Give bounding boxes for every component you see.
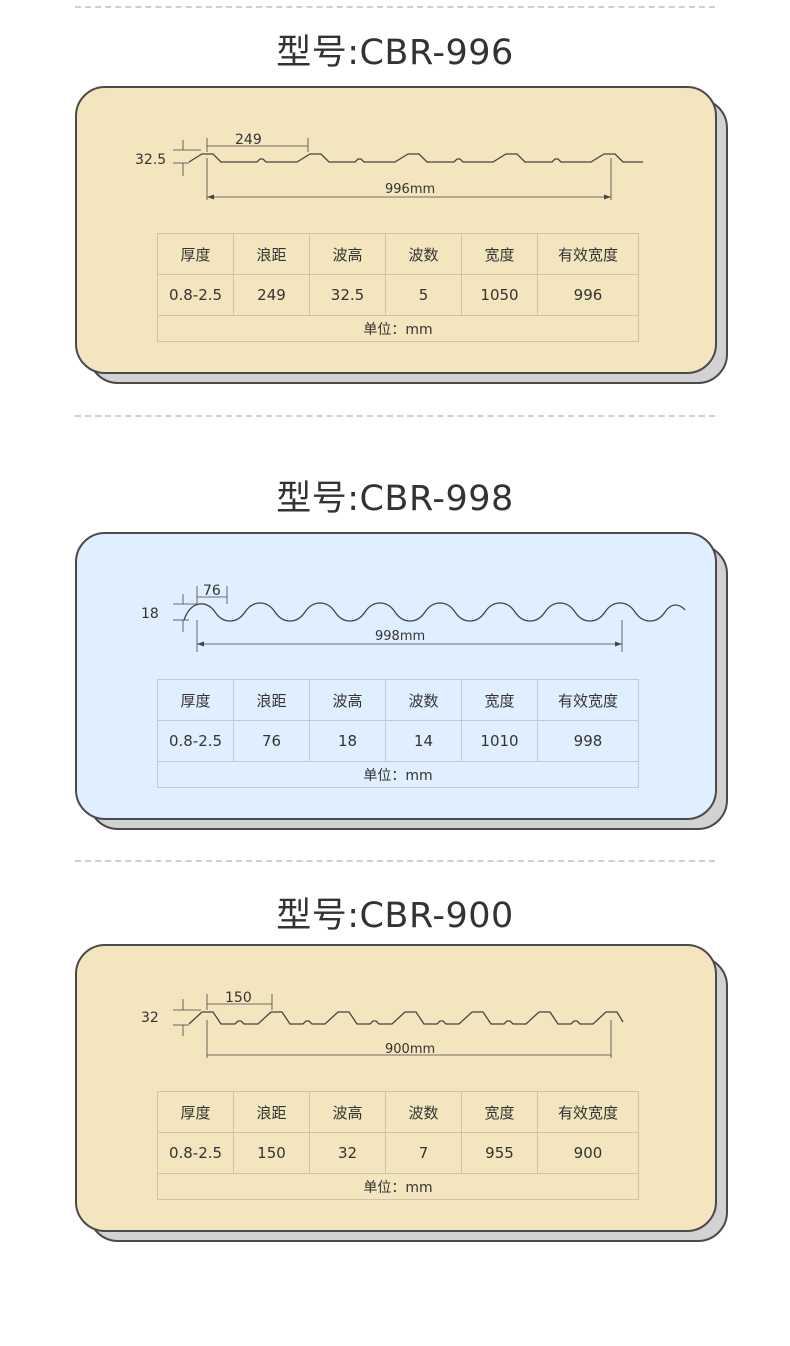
table-header-cell: 波高 xyxy=(309,679,386,721)
card-body: 18 76 998mm 厚度 浪距 波高 波数 宽度 有效宽度 xyxy=(75,532,717,820)
table-cell: 150 xyxy=(233,1132,310,1174)
table-cell: 7 xyxy=(385,1132,462,1174)
table-row: 0.8-2.5 150 32 7 955 900 xyxy=(157,1132,639,1174)
pitch-label: 150 xyxy=(225,990,252,1006)
table-cell: 0.8-2.5 xyxy=(157,1132,234,1174)
table-cell: 1050 xyxy=(461,274,538,316)
table-header-cell: 浪距 xyxy=(233,233,310,275)
section-title: 型号:CBR-900 xyxy=(276,896,514,936)
height-label: 18 xyxy=(141,606,159,622)
table-header-cell: 有效宽度 xyxy=(537,1091,639,1133)
unit-note: 单位：mm xyxy=(157,1173,639,1200)
table-header-row: 厚度 浪距 波高 波数 宽度 有效宽度 xyxy=(157,1091,639,1133)
table-cell: 5 xyxy=(385,274,462,316)
height-label: 32.5 xyxy=(135,152,166,168)
table-cell: 249 xyxy=(233,274,310,316)
corrugated-profile-drawing: 18 76 998mm xyxy=(141,583,686,652)
width-label: 996mm xyxy=(385,182,435,197)
trapezoid-profile-drawing: 32 150 900mm xyxy=(141,990,624,1058)
table-unit-row: 单位：mm xyxy=(157,1173,639,1200)
card-body: 32.5 249 996mm 厚度 浪距 波高 波数 宽度 有效宽度 xyxy=(75,86,717,374)
table-unit-row: 单位：mm xyxy=(157,315,639,342)
unit-note: 单位：mm xyxy=(157,761,639,788)
section-divider xyxy=(75,415,715,417)
table-cell: 955 xyxy=(461,1132,538,1174)
table-header-cell: 波高 xyxy=(309,233,386,275)
spec-card: 18 76 998mm 厚度 浪距 波高 波数 宽度 有效宽度 xyxy=(75,532,730,832)
table-header-cell: 浪距 xyxy=(233,1091,310,1133)
spec-card: 32 150 900mm 厚度 浪距 波高 波数 宽度 有效宽度 0.8-2.5 xyxy=(75,944,730,1244)
spec-table: 厚度 浪距 波高 波数 宽度 有效宽度 0.8-2.5 150 32 7 955… xyxy=(157,1091,639,1200)
width-label: 998mm xyxy=(375,629,425,644)
table-cell: 998 xyxy=(537,720,639,762)
width-label: 900mm xyxy=(385,1042,435,1057)
table-cell: 32 xyxy=(309,1132,386,1174)
table-header-cell: 波数 xyxy=(385,233,462,275)
table-header-cell: 有效宽度 xyxy=(537,679,639,721)
table-header-row: 厚度 浪距 波高 波数 宽度 有效宽度 xyxy=(157,679,639,721)
table-header-cell: 波数 xyxy=(385,679,462,721)
table-cell: 996 xyxy=(537,274,639,316)
table-header-cell: 宽度 xyxy=(461,679,538,721)
table-header-cell: 波高 xyxy=(309,1091,386,1133)
table-row: 0.8-2.5 76 18 14 1010 998 xyxy=(157,720,639,762)
section-title: 型号:CBR-996 xyxy=(276,33,514,73)
table-cell: 0.8-2.5 xyxy=(157,274,234,316)
table-cell: 14 xyxy=(385,720,462,762)
pitch-label: 249 xyxy=(235,132,262,148)
table-header-cell: 有效宽度 xyxy=(537,233,639,275)
pitch-label: 76 xyxy=(203,583,221,599)
table-header-cell: 厚度 xyxy=(157,233,234,275)
section-title: 型号:CBR-998 xyxy=(276,479,514,519)
table-cell: 76 xyxy=(233,720,310,762)
table-header-cell: 宽度 xyxy=(461,233,538,275)
table-cell: 32.5 xyxy=(309,274,386,316)
table-header-cell: 波数 xyxy=(385,1091,462,1133)
table-row: 0.8-2.5 249 32.5 5 1050 996 xyxy=(157,274,639,316)
table-unit-row: 单位：mm xyxy=(157,761,639,788)
table-header-cell: 厚度 xyxy=(157,1091,234,1133)
spec-table: 厚度 浪距 波高 波数 宽度 有效宽度 0.8-2.5 76 18 14 101… xyxy=(157,679,639,788)
card-body: 32 150 900mm 厚度 浪距 波高 波数 宽度 有效宽度 0.8-2.5 xyxy=(75,944,717,1232)
table-header-row: 厚度 浪距 波高 波数 宽度 有效宽度 xyxy=(157,233,639,275)
table-cell: 0.8-2.5 xyxy=(157,720,234,762)
unit-note: 单位：mm xyxy=(157,315,639,342)
spec-card: 32.5 249 996mm 厚度 浪距 波高 波数 宽度 有效宽度 xyxy=(75,86,730,386)
table-cell: 1010 xyxy=(461,720,538,762)
section-divider xyxy=(75,6,715,8)
height-label: 32 xyxy=(141,1010,159,1026)
trapezoid-profile-drawing: 32.5 249 996mm xyxy=(135,132,643,200)
table-header-cell: 宽度 xyxy=(461,1091,538,1133)
table-header-cell: 浪距 xyxy=(233,679,310,721)
section-divider xyxy=(75,860,715,862)
spec-table: 厚度 浪距 波高 波数 宽度 有效宽度 0.8-2.5 249 32.5 5 1… xyxy=(157,233,639,342)
table-cell: 18 xyxy=(309,720,386,762)
table-header-cell: 厚度 xyxy=(157,679,234,721)
table-cell: 900 xyxy=(537,1132,639,1174)
